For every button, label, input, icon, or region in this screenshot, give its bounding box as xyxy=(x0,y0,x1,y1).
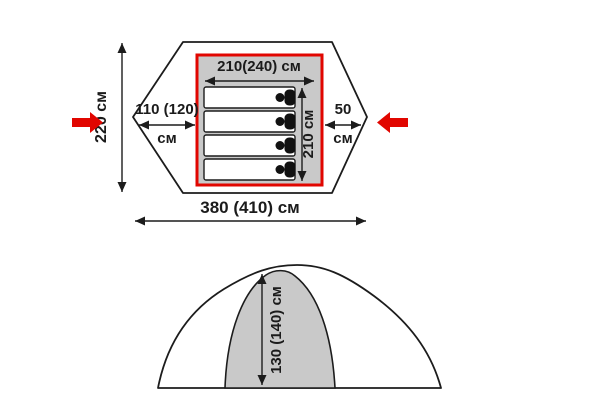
dimension-right-vestibule: 50 см xyxy=(325,101,361,147)
sleeping-mats xyxy=(203,86,296,181)
tent-door-arch xyxy=(224,269,336,389)
dimension-height: 130 (140) см xyxy=(257,274,285,385)
left-vestibule-unit: см xyxy=(157,130,176,147)
side-view: 130 (140) см xyxy=(157,264,442,389)
height-label: 130 (140) см xyxy=(268,286,285,374)
dimension-inner-depth: 210 см xyxy=(297,88,317,181)
sleeping-bag-icon xyxy=(275,113,296,130)
total-length-label: 380 (410) см xyxy=(200,198,300,217)
sleeping-bag-icon xyxy=(275,161,296,178)
entrance-arrow-right-icon xyxy=(377,112,408,133)
dimension-left-vestibule: 110 (120) см xyxy=(135,101,198,147)
dimension-inner-width: 210(240) см xyxy=(205,58,314,86)
sleeping-bag-icon xyxy=(275,89,296,106)
right-vestibule-unit: см xyxy=(333,130,352,147)
right-vestibule-value: 50 xyxy=(335,101,352,118)
outer-width-label: 220 см xyxy=(93,91,110,143)
dimension-total-length: 380 (410) см xyxy=(135,198,366,226)
sleeping-bag-icon xyxy=(275,137,296,154)
left-vestibule-value: 110 (120) xyxy=(135,101,198,118)
dimension-outer-width: 220 см xyxy=(93,43,127,192)
inner-width-label: 210(240) см xyxy=(217,58,301,75)
entrance-arrow-left-icon xyxy=(72,112,103,133)
inner-depth-label: 210 см xyxy=(300,110,317,159)
top-view: 210(240) см 210 см 110 (120) см 50 см 22… xyxy=(72,41,408,226)
